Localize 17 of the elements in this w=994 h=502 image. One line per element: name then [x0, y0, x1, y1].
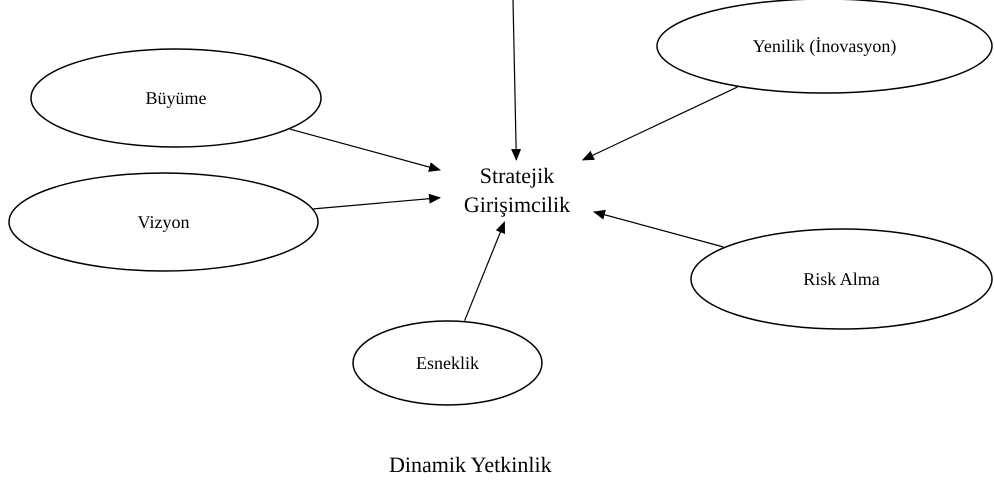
- node-label: Büyüme: [146, 88, 206, 108]
- arrow: [582, 86, 738, 161]
- node-label: Yenilik (İnovasyon): [752, 36, 896, 56]
- arrow: [593, 210, 724, 248]
- node-label: Vizyon: [138, 212, 190, 232]
- caption-text: Dinamik Yetkinlik: [389, 452, 552, 478]
- ellipse-node: [30, 48, 322, 148]
- node-label: Esneklik: [416, 352, 479, 374]
- ellipse-node: [352, 320, 543, 406]
- ellipse-node: [690, 228, 993, 330]
- arrow: [313, 194, 441, 210]
- arrow: [464, 221, 506, 321]
- arrow: [511, 0, 522, 161]
- ellipse-node: [8, 172, 319, 272]
- arrow: [290, 128, 441, 172]
- center-concept-text: Stratejik Girişimcilik: [462, 162, 572, 219]
- node-label: Risk Alma: [803, 268, 880, 290]
